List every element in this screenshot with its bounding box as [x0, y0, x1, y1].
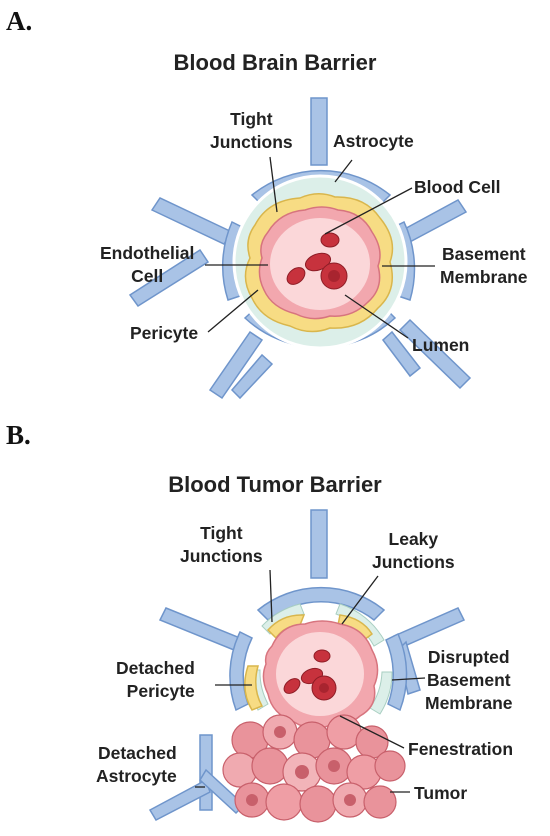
label-astrocyte: Astrocyte [333, 131, 414, 151]
label-detached-astrocyte: Detached Astrocyte [96, 743, 177, 786]
label-endothelial-cell: Endothelial Cell [100, 243, 195, 286]
panel-b: B. Blood Tumor Barrier Tight Junctions L… [0, 410, 550, 836]
label-lumen: Lumen [412, 335, 470, 355]
leader-lines [195, 569, 426, 793]
leader-lines [205, 156, 435, 339]
bbb-diagram [128, 97, 472, 400]
panel-a: A. Blood Brain Barrier Tight Junctions A… [0, 0, 550, 410]
panel-letter-a: A. [6, 6, 33, 36]
label-pericyte: Pericyte [130, 323, 199, 343]
blood-cells [286, 232, 348, 290]
label-detached-pericyte: Detached Pericyte [116, 658, 195, 701]
astrocyte-processes [128, 97, 472, 400]
panel-letter-b: B. [6, 420, 31, 450]
label-tight-junctions: Tight Junctions [210, 109, 293, 152]
tumor-mass [222, 714, 406, 823]
label-basement-membrane: Basement Membrane [440, 244, 528, 287]
label-leaky-junctions: Leaky Junctions [372, 529, 455, 572]
panel-title-btb: Blood Tumor Barrier [168, 472, 382, 497]
btb-diagram [148, 509, 466, 823]
panel-title-bbb: Blood Brain Barrier [173, 50, 377, 75]
label-fenestration: Fenestration [408, 739, 514, 759]
blood-cells [283, 649, 337, 701]
label-tumor: Tumor [414, 783, 468, 803]
label-tight-junctions-b: Tight Junctions [180, 523, 263, 566]
astrocyte-processes [148, 509, 466, 821]
label-disrupted-basement-membrane: Disrupted Basement Membrane [425, 647, 513, 713]
label-blood-cell: Blood Cell [414, 177, 501, 197]
